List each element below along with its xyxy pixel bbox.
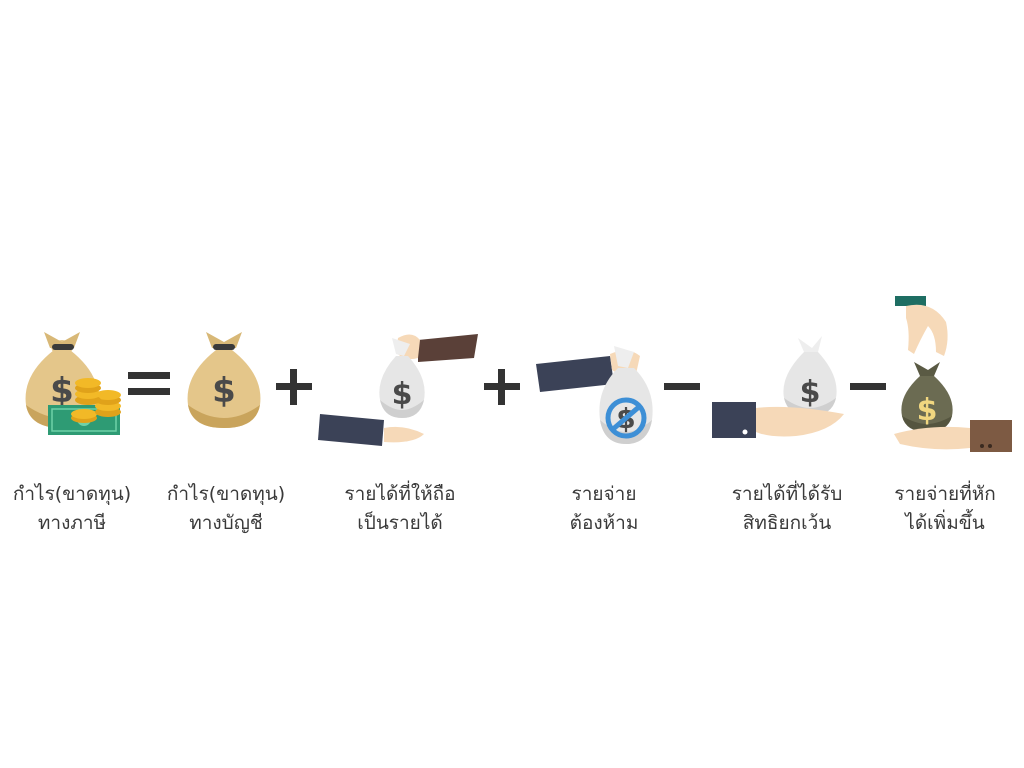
term-label-deemed-income: รายได้ที่ให้ถือ เป็นรายได้: [344, 483, 456, 534]
svg-text:$: $: [917, 393, 938, 428]
term-label-exempt-income: รายได้ที่ได้รับ สิทธิยกเว้น: [731, 483, 843, 534]
svg-text:$: $: [392, 377, 413, 412]
term-label-tax-profit: กำไร(ขาดทุน) ทางภาษี: [12, 483, 132, 534]
tax-formula-illustration: $ $ $: [25, 296, 1012, 452]
minus-icon: [850, 383, 886, 390]
term-label-accounting-profit: กำไร(ขาดทุน) ทางบัญชี: [166, 483, 286, 534]
svg-text:$: $: [212, 371, 236, 411]
svg-text:$: $: [50, 371, 74, 411]
forbidden-money-bag-icon: $: [536, 346, 653, 444]
money-bag-icon: $: [187, 332, 261, 428]
term-label-prohibited-expense: รายจ่าย ต้องห้าม: [569, 483, 639, 534]
minus-icon: [664, 383, 700, 390]
plus-icon: [484, 369, 520, 405]
equals-icon: [128, 372, 170, 395]
term-label-additional-deductions: รายจ่ายที่หัก ได้เพิ่มขึ้น: [894, 483, 996, 534]
plus-icon: [276, 369, 312, 405]
money-bag-with-coins-icon: $: [25, 332, 121, 435]
hand-passing-money-bag-icon: $: [894, 296, 1012, 452]
hand-giving-money-bag-icon: $: [318, 334, 478, 446]
hand-receiving-money-bag-icon: $: [712, 336, 844, 438]
svg-text:$: $: [800, 375, 821, 410]
